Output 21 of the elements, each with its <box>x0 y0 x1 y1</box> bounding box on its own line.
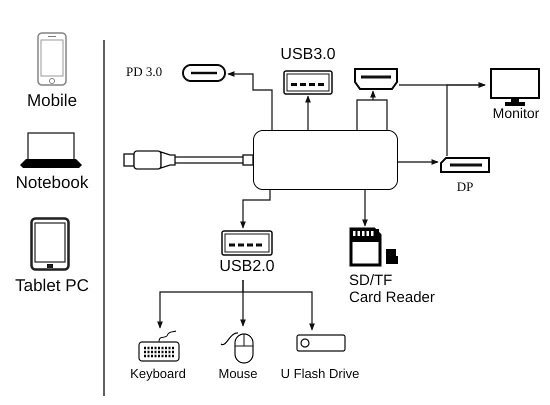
device-label: Monitor <box>492 106 540 122</box>
device-label: PD 3.0 <box>126 65 164 80</box>
hub-body <box>253 130 398 190</box>
arrow <box>398 159 439 165</box>
arrow <box>227 71 273 130</box>
device-label: U Flash Drive <box>280 367 360 382</box>
device-label: USB2.0 <box>218 258 276 276</box>
device-label: USB3.0 <box>280 46 336 64</box>
arrow <box>362 190 368 227</box>
device-label: DP <box>456 180 474 194</box>
arrow <box>305 95 311 130</box>
arrow <box>446 82 486 156</box>
device-label: Notebook <box>14 174 90 193</box>
device-label: Keyboard <box>129 367 187 382</box>
device-label: Mobile <box>26 92 78 111</box>
arrow <box>240 190 271 229</box>
arrow <box>356 90 388 131</box>
device-label: SD/TF Card Reader <box>349 273 436 306</box>
arrow <box>242 280 315 331</box>
device-label: Mouse <box>217 367 259 382</box>
device-label: Tablet PC <box>14 277 90 296</box>
